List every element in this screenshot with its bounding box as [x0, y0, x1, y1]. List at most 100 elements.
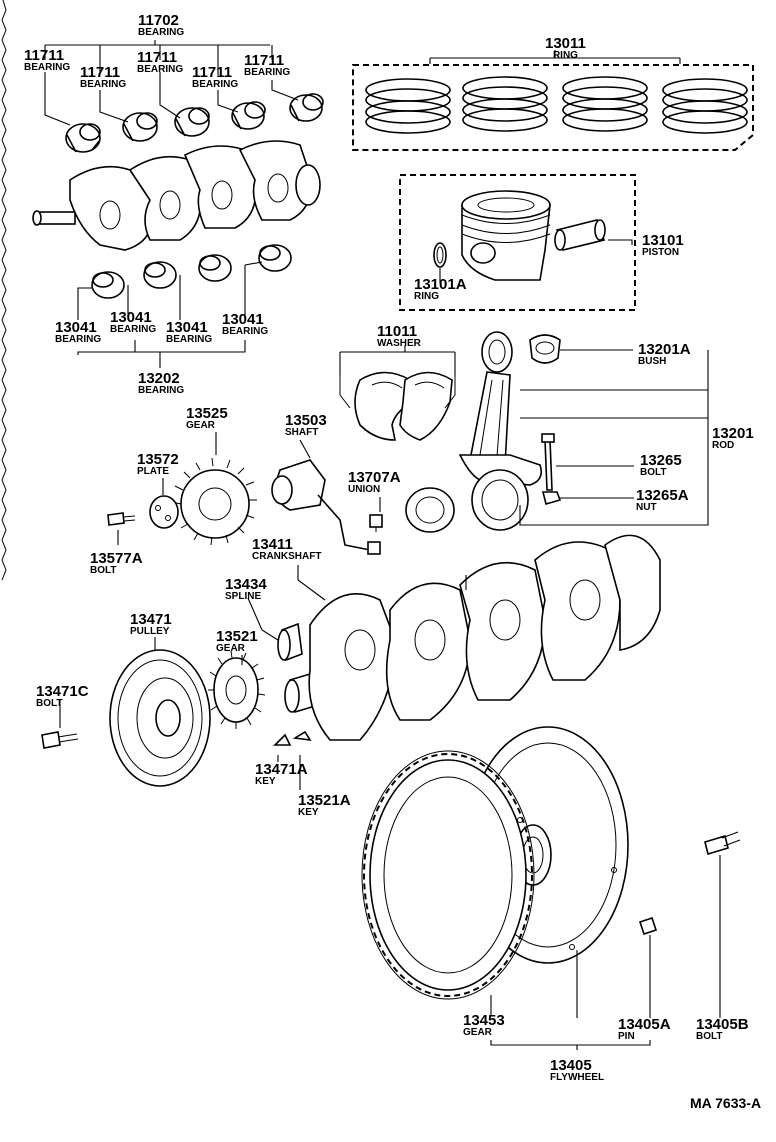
label-13201a: 13201A BUSH	[638, 342, 691, 367]
bearing-shell-4	[231, 101, 266, 130]
bearing-shell-5	[289, 93, 324, 122]
part-number: 13202	[138, 370, 180, 387]
pulley-group	[41, 637, 312, 790]
piston-ring-set	[352, 50, 754, 151]
part-name: GEAR	[463, 1027, 492, 1038]
lower-crankshaft-drawing	[284, 534, 661, 741]
label-13202: 13202 BEARING	[138, 371, 184, 396]
label-13405b: 13405B BOLT	[696, 1017, 749, 1042]
part-number: 13471	[130, 611, 172, 628]
part-number: 13572	[137, 451, 179, 468]
label-13471a: 13471A KEY	[255, 762, 308, 787]
label-13503: 13503 SHAFT	[285, 413, 327, 438]
bearing-shell-2	[122, 112, 158, 142]
part-name: RING	[552, 50, 578, 61]
part-number: 13041	[166, 319, 208, 336]
part-number: 11011	[377, 323, 418, 340]
lower-bearing-3	[198, 254, 232, 282]
part-name: UNION	[348, 484, 381, 495]
label-13471: 13471 PULLEY	[130, 612, 172, 637]
part-name: BOLT	[90, 565, 117, 576]
label-13201: 13201 ROD	[712, 426, 754, 451]
label-11011: 11011 WASHER	[377, 324, 421, 349]
part-name: KEY	[255, 776, 276, 787]
part-number: 13525	[186, 405, 228, 422]
part-number: 13101	[642, 232, 684, 249]
part-name: BEARING	[138, 385, 185, 396]
label-11702: 11702 BEARING	[138, 13, 184, 38]
label-13525: 13525 GEAR	[186, 406, 228, 431]
label-13411: 13411 CRANKSHAFT	[252, 537, 321, 562]
part-number: 13577A	[90, 550, 143, 567]
label-13405: 13405 FLYWHEEL	[550, 1058, 604, 1083]
part-name: BOLT	[640, 467, 667, 478]
part-name: PLATE	[137, 466, 170, 477]
part-name: BEARING	[222, 326, 269, 337]
bearing-shell-1	[65, 123, 101, 153]
part-name: BEARING	[244, 67, 291, 78]
part-name: BEARING	[138, 27, 185, 38]
part-name: GEAR	[216, 643, 245, 654]
label-13405a: 13405A PIN	[618, 1017, 671, 1042]
part-number: 11702	[138, 12, 179, 29]
part-name: NUT	[636, 502, 657, 513]
label-13471c: 13471C BOLT	[36, 684, 89, 709]
part-number: 13405	[550, 1057, 592, 1074]
label-13041-c: 13041 BEARING	[166, 320, 212, 345]
label-13101: 13101 PISTON	[642, 233, 684, 258]
part-number: 13405A	[618, 1016, 671, 1033]
label-11711-c: 11711 BEARING	[137, 50, 183, 75]
label-13041-a: 13041 BEARING	[55, 320, 101, 345]
label-11711-b: 11711 BEARING	[80, 65, 126, 90]
part-number: 11711	[192, 64, 233, 81]
lower-bearing-2	[143, 261, 177, 289]
part-number: 13707A	[348, 469, 401, 486]
label-11711-d: 11711 BEARING	[192, 65, 238, 90]
label-13521a: 13521A KEY	[298, 793, 351, 818]
part-number: 13453	[463, 1012, 505, 1029]
piston-assembly	[399, 174, 636, 311]
part-name: GEAR	[186, 420, 215, 431]
label-13011: 13011 RING	[545, 36, 586, 61]
part-name: BEARING	[137, 64, 184, 75]
part-number: 13434	[225, 576, 267, 593]
part-name: SHAFT	[285, 427, 319, 438]
label-11711-e: 11711 BEARING	[244, 53, 290, 78]
part-number: 13041	[55, 319, 97, 336]
part-number: 13521	[216, 628, 258, 645]
part-number: 13101A	[414, 276, 467, 293]
part-name: SPLINE	[225, 591, 262, 602]
flywheel-assembly	[361, 575, 741, 1050]
ring-set-4	[662, 78, 748, 134]
part-name: BEARING	[80, 79, 127, 90]
part-number: 13265	[640, 452, 682, 469]
part-name: BUSH	[638, 356, 667, 367]
main-bearing-lower-group	[77, 244, 292, 368]
part-number: 13471A	[255, 761, 308, 778]
part-number: 11711	[24, 47, 65, 64]
label-13453: 13453 GEAR	[463, 1013, 505, 1038]
part-name: BEARING	[166, 334, 213, 345]
part-name: BEARING	[24, 62, 71, 73]
part-number: 13201A	[638, 341, 691, 358]
part-number: 13503	[285, 412, 327, 429]
part-name: BEARING	[55, 334, 102, 345]
lower-bearing-4	[258, 244, 292, 272]
part-name: BOLT	[696, 1031, 723, 1042]
part-name: RING	[414, 291, 439, 302]
part-number: 11711	[137, 49, 178, 66]
part-number: 13405B	[696, 1016, 749, 1033]
label-13707a: 13707A UNION	[348, 470, 401, 495]
label-13577a: 13577A BOLT	[90, 551, 143, 576]
part-number: 13041	[110, 309, 152, 326]
label-13041-b: 13041 BEARING	[110, 310, 156, 335]
part-name: PIN	[618, 1031, 635, 1042]
part-name: CRANKSHAFT	[252, 551, 322, 562]
thrust-washers	[339, 345, 456, 441]
part-name: FLYWHEEL	[550, 1072, 605, 1083]
part-name: KEY	[298, 807, 319, 818]
label-13434: 13434 SPLINE	[225, 577, 267, 602]
part-number: 11711	[80, 64, 121, 81]
